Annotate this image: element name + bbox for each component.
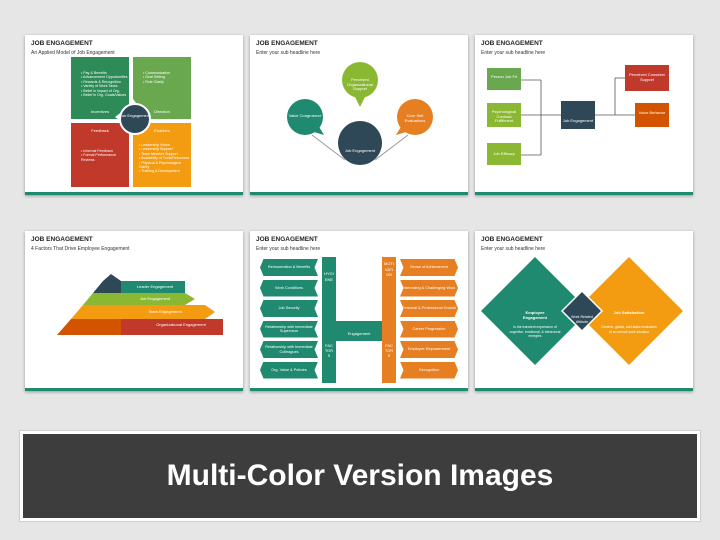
motivation-item: Recognition [400, 361, 458, 379]
hygiene-item: Remuneration & Benefits [260, 259, 318, 276]
middle-label: Work Related Attitude [571, 315, 593, 324]
slide-bottom-bar [475, 192, 693, 195]
quadrant-incentives: • Pay & Benefits• Advancement Opportunit… [71, 57, 129, 119]
motivation-word: MOTIVATION [384, 261, 394, 277]
motivation-item: Sense of Achievement [400, 259, 458, 276]
level-label: Organizational Engagement [156, 322, 206, 327]
hygiene-item: Relationship with Immediate Supervisor [260, 320, 318, 338]
slide-title: JOB ENGAGEMENT [31, 40, 93, 47]
slide-bottom-bar [25, 192, 243, 195]
quadrant-label: Enablers [154, 128, 170, 133]
motivation-factors-word: FACTORS [384, 343, 394, 358]
right-title: Job Satisfaction [613, 310, 645, 315]
factor-box: Person Job Fit [487, 68, 521, 90]
slide-bottom-bar [475, 388, 693, 391]
bullet-item: • Communication [143, 71, 171, 75]
center-box: Job Engagement [561, 101, 595, 129]
bullet-item: • Variety of Work Tasks [81, 84, 118, 89]
quadrant-feedback: Feedback • Informal Feedback• Formal Per… [71, 123, 129, 187]
quadrant-label: Feedback [91, 128, 109, 133]
hygiene-word: HYGIENE [324, 271, 334, 282]
slide-title: JOB ENGAGEMENT [256, 40, 318, 47]
slide-thumbnail-6[interactable]: JOB ENGAGEMENT Enter your sub headline h… [475, 231, 693, 391]
hygiene-item: Work Conditions [260, 279, 318, 297]
quadrant-enablers: Enablers • Leadership Vision• Leadership… [133, 123, 191, 187]
bullet-item: • Formal Performance Reviews [81, 153, 117, 162]
slide-bottom-bar [250, 192, 468, 195]
hygiene-item: Job Security [260, 300, 318, 317]
bullet-item: • Rewards & Recognition [81, 79, 121, 84]
bullet-item: • Team Member Support [139, 151, 178, 156]
slide-thumbnail-5[interactable]: JOB ENGAGEMENT Enter your sub headline h… [250, 231, 468, 391]
bullet-item: • Role Clarity [143, 79, 164, 84]
motivation-item: Personal & Professional Growth [400, 300, 458, 317]
bullet-item: • Belief in Impact of Org. [81, 88, 120, 93]
hygiene-item: Org. Value & Policies [260, 361, 318, 379]
petal-label: Perceived Organizational Support [347, 77, 373, 92]
slide-subtitle: Enter your sub headline here [256, 50, 321, 56]
slide-thumbnail-3[interactable]: JOB ENGAGEMENT Enter your sub headline h… [475, 35, 693, 195]
hygiene-factors-word: FACTORS [324, 343, 334, 358]
slide-subtitle: Enter your sub headline here [481, 246, 546, 252]
slide-bottom-bar [25, 388, 243, 391]
center-label: Job Engagement [344, 148, 376, 153]
slide-title: JOB ENGAGEMENT [481, 40, 543, 47]
quadrant-label: Direction [154, 109, 170, 115]
slide-subtitle: An Applied Model of Job Engagement [31, 50, 115, 56]
factor-box: Psychological Contract Fulfillment [487, 103, 521, 127]
level-label: Team Engagement [148, 309, 182, 314]
diamond-diagram [481, 257, 683, 365]
left-title: Employee Engagement [522, 310, 547, 320]
factor-box: Voice Behavior [635, 103, 669, 127]
slide-subtitle: Enter your sub headline here [256, 246, 321, 252]
slide-subtitle: 4 Factors That Drive Employee Engagement [31, 246, 130, 252]
pyramid [57, 274, 223, 335]
bullet-item: • Availability of Tools/Resources [139, 156, 190, 161]
slide-subtitle: Enter your sub headline here [481, 50, 546, 56]
bullet-item: • Pay & Benefits [81, 71, 107, 75]
connector-lines [521, 77, 635, 156]
petal-label: Core Self Evaluations [404, 113, 426, 123]
center-label: Job Engagement [119, 113, 151, 118]
left-text: Is the transient expression of cognitive… [509, 325, 561, 339]
slide-title: JOB ENGAGEMENT [256, 236, 318, 243]
bullet-item: • Leadership Vision [139, 143, 170, 147]
slide-title: JOB ENGAGEMENT [31, 236, 93, 243]
motivation-pillar [382, 257, 396, 383]
level-label: Leader Engagement [136, 284, 174, 289]
factor-box: Job Efficacy [487, 143, 521, 165]
center-circle [119, 103, 151, 135]
motivation-item: Interesting & Challenging Work [400, 279, 458, 297]
hygiene-item: Relationship with Immediate Colleagues [260, 341, 318, 358]
motivation-item: Career Progression [400, 320, 458, 338]
banner: Multi-Color Version Images [20, 431, 700, 521]
center-bar [336, 321, 382, 341]
hygiene-pillar [322, 257, 336, 383]
slide-bottom-bar [250, 388, 468, 391]
motivation-item: Employee Empowerment [400, 341, 458, 358]
bullet-item: • Advancement Opportunities [81, 75, 128, 80]
petal-label: Value Congruence [288, 113, 322, 118]
bullet-item: • Physical & Psychological Safety [139, 160, 182, 170]
bullet-item: • Leadership Support [139, 147, 173, 152]
bullet-item: • Goal Setting [143, 75, 166, 80]
right-text: Generic, global, and static evaluation o… [601, 325, 657, 334]
slide-title: JOB ENGAGEMENT [481, 236, 543, 243]
bullet-item: • Belief in Org. Goals/Values [81, 93, 127, 98]
petal-diagram [287, 62, 433, 165]
bullet-item: • Training & Development [139, 169, 180, 174]
center-label: Engagement [347, 331, 371, 336]
slide-thumbnail-1[interactable]: JOB ENGAGEMENT An Applied Model of Job E… [25, 35, 243, 195]
slide-thumbnail-2[interactable]: JOB ENGAGEMENT Enter your sub headline h… [250, 35, 468, 195]
bullet-item: • Informal Feedback [81, 149, 114, 153]
slide-thumbnail-4[interactable]: JOB ENGAGEMENT 4 Factors That Drive Empl… [25, 231, 243, 391]
factor-box: Perceived Coworker Support [625, 65, 669, 91]
level-label: Job Engagement [139, 296, 171, 301]
banner-title: Multi-Color Version Images [166, 459, 554, 492]
quadrant-label: Incentives [90, 109, 109, 115]
